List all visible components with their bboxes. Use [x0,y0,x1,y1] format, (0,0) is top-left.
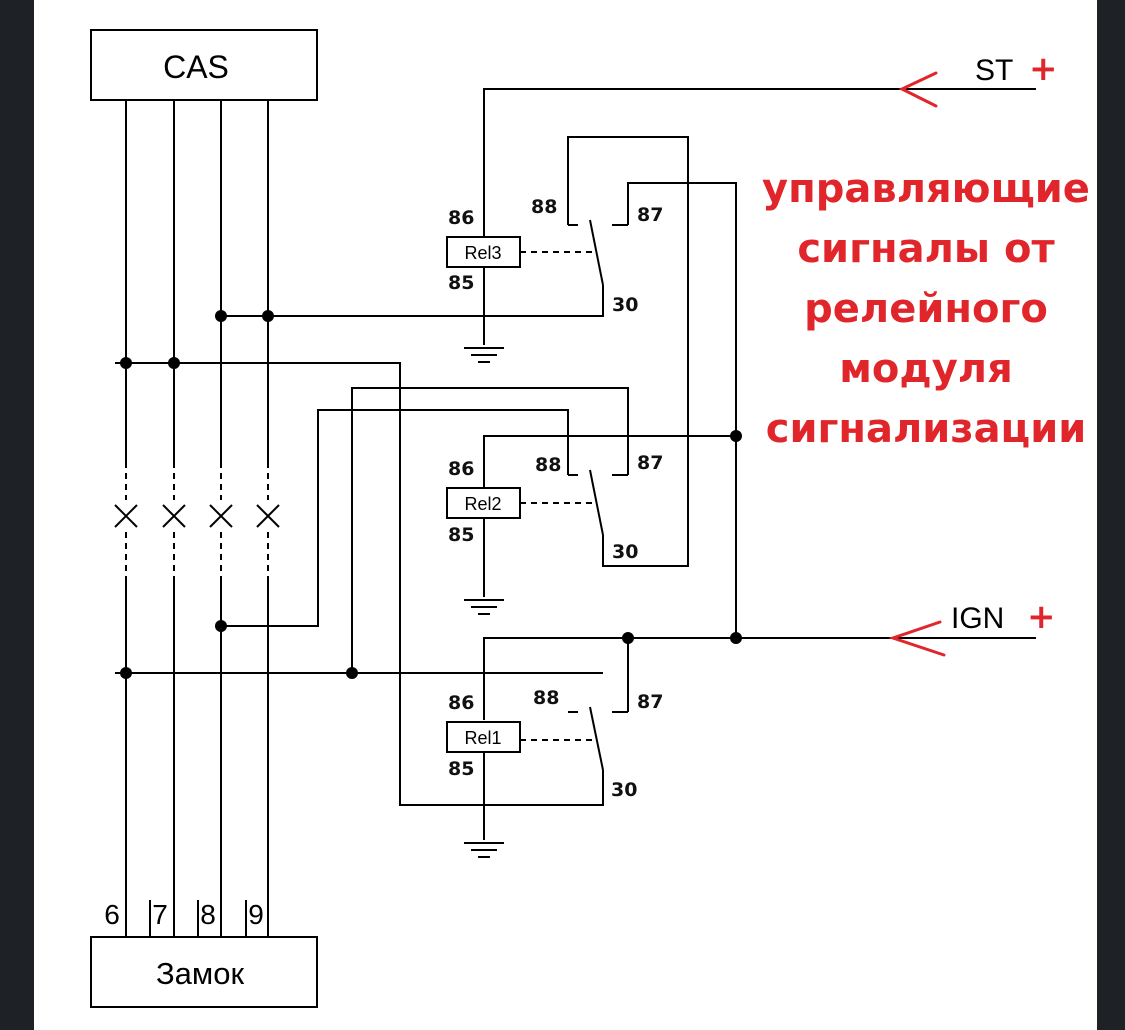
st-plus-sign: + [1029,49,1058,89]
ground-symbol [464,842,504,858]
relay-rel3: Rel3 86 85 88 87 30 [446,196,663,363]
relay-rel2: Rel2 86 85 88 87 30 [446,452,663,615]
cas-module: CAS [90,29,318,101]
ign-plus-sign: + [1027,597,1056,637]
ign-label: IGN [951,602,1004,635]
pin-86: 86 [448,207,474,229]
lock-pin-6: 6 [104,899,120,930]
annotation-line-1: управляющие [762,166,1090,212]
relay-name: Rel2 [464,494,501,514]
pin-87: 87 [637,691,663,713]
pin-88: 88 [533,687,559,709]
pin-30: 30 [612,294,638,316]
ign-plus-input: IGN + [888,597,1056,657]
annotation-line-3: релейного [804,286,1048,332]
ground-symbol [464,347,504,363]
st-arrow-icon [898,71,938,108]
pin-30: 30 [611,779,637,801]
lock-pin-8: 8 [200,899,216,930]
pin-30: 30 [612,541,638,563]
diagram-sheet [34,0,1097,1030]
pin-85: 85 [448,524,474,546]
relay-name: Rel1 [464,728,501,748]
pin-86: 86 [448,458,474,480]
st-plus-input: ST + [898,49,1058,108]
lock-label: Замок [156,956,245,991]
cas-label: CAS [163,49,229,85]
cut-mark [209,504,233,528]
lock-module: Замок 6 7 8 9 [90,899,318,1008]
pin-87: 87 [637,204,663,226]
ground-symbol [464,599,504,615]
annotation-line-2: сигналы от [797,226,1055,272]
cut-mark [162,504,186,528]
pin-85: 85 [448,758,474,780]
st-label: ST [975,54,1013,87]
junction-dots [120,310,742,679]
pin-85: 85 [448,272,474,294]
relay-name: Rel3 [464,243,501,263]
cut-mark [114,504,138,528]
relay-rel1: Rel1 86 85 88 87 30 [446,687,663,858]
interconnect-wires [115,88,1036,806]
lock-pin-9: 9 [248,899,264,930]
pin-88: 88 [535,454,561,476]
pin-87: 87 [637,452,663,474]
cas-lock-wires [114,100,280,937]
ign-arrow-icon [888,620,946,657]
cut-mark [256,504,280,528]
lock-pin-7: 7 [152,899,168,930]
annotation-line-5: сигнализации [766,406,1087,452]
annotation-text: управляющие сигналы от релейного модуля … [762,166,1090,452]
annotation-line-4: модуля [839,346,1013,392]
pin-86: 86 [448,692,474,714]
pin-88: 88 [531,196,557,218]
